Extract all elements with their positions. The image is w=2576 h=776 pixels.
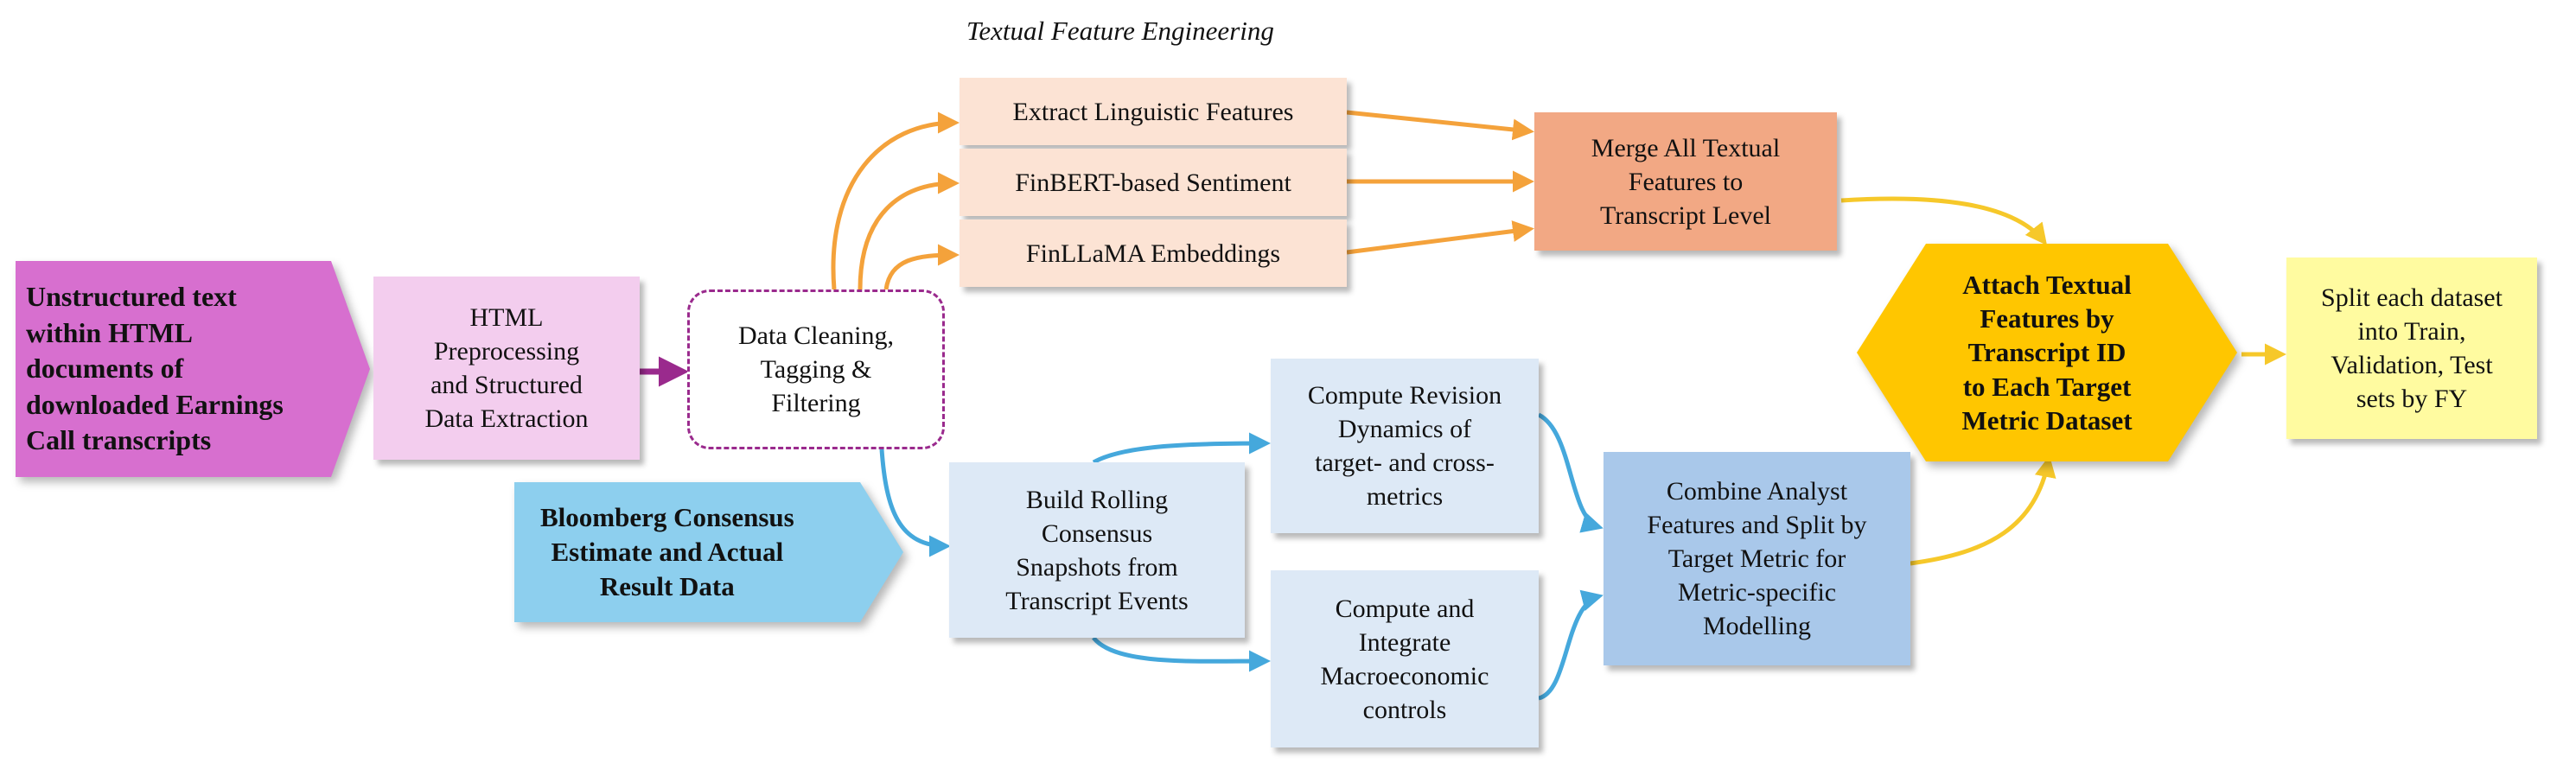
node-combine-analyst-label: Combine Analyst Features and Split by Ta… (1647, 477, 1867, 640)
node-data-cleaning: Data Cleaning, Tagging & Filtering (687, 289, 945, 449)
source-bloomberg-shape: Bloomberg Consensus Estimate and Actual … (514, 482, 903, 622)
node-build-rolling-label: Build Rolling Consensus Snapshots from T… (1005, 485, 1189, 615)
section-caption: Textual Feature Engineering (966, 16, 1274, 46)
source-unstructured-shape: Unstructured text within HTML documents … (16, 261, 370, 477)
edge-rolling-to-macro (1092, 636, 1271, 672)
node-finllama-embeddings: FinLLaMA Embeddings (960, 219, 1347, 287)
node-finbert-sentiment: FinBERT-based Sentiment (960, 149, 1347, 216)
edge-cleaning-to-rolling (879, 448, 951, 557)
edge-macro-to-combine (1538, 589, 1604, 701)
source-bloomberg: Bloomberg Consensus Estimate and Actual … (514, 482, 903, 622)
node-attach-textual: Attach Textual Features by Transcript ID… (1857, 244, 2237, 461)
node-attach-textual-shape: Attach Textual Features by Transcript ID… (1857, 244, 2237, 461)
edge-cleaning-to-finllama (883, 244, 960, 290)
edge-finllama-to-merge (1346, 220, 1534, 255)
node-attach-textual-label: Attach Textual Features by Transcript ID… (1961, 269, 2133, 436)
node-merge-textual: Merge All Textual Features to Transcript… (1534, 112, 1837, 251)
node-data-cleaning-label: Data Cleaning, Tagging & Filtering (738, 321, 894, 417)
node-merge-textual-label: Merge All Textual Features to Transcript… (1591, 133, 1781, 230)
node-compute-macro: Compute and Integrate Macroeconomic cont… (1271, 570, 1539, 747)
edge-combine-to-attach (1910, 455, 2056, 566)
node-extract-linguistic-label: Extract Linguistic Features (1012, 97, 1294, 126)
node-finbert-sentiment-label: FinBERT-based Sentiment (1015, 168, 1291, 197)
edge-linguistic-to-merge (1346, 110, 1534, 141)
edge-revision-to-combine (1537, 412, 1604, 533)
source-unstructured-label: Unstructured text within HTML documents … (26, 281, 284, 456)
node-combine-analyst: Combine Analyst Features and Split by Ta… (1604, 452, 1910, 665)
edge-cleaning-to-finbert (858, 172, 960, 290)
node-compute-macro-label: Compute and Integrate Macroeconomic cont… (1320, 594, 1489, 724)
node-split-dataset: Split each dataset into Train, Validatio… (2286, 258, 2537, 439)
node-extract-linguistic: Extract Linguistic Features (960, 78, 1347, 145)
source-bloomberg-label: Bloomberg Consensus Estimate and Actual … (540, 501, 794, 602)
node-html-preprocessing: HTML Preprocessing and Structured Data E… (373, 277, 640, 460)
edge-merge-to-attach (1840, 196, 2048, 245)
node-build-rolling: Build Rolling Consensus Snapshots from T… (949, 462, 1245, 638)
node-compute-revision-label: Compute Revision Dynamics of target- and… (1307, 381, 1502, 511)
source-unstructured-text: Unstructured text within HTML documents … (16, 261, 370, 477)
node-split-dataset-label: Split each dataset into Train, Validatio… (2321, 283, 2503, 413)
node-compute-revision: Compute Revision Dynamics of target- and… (1271, 359, 1539, 533)
node-html-preprocessing-label: HTML Preprocessing and Structured Data E… (424, 303, 589, 433)
node-finllama-embeddings-label: FinLLaMA Embeddings (1025, 239, 1281, 268)
edge-cleaning-to-linguistic (831, 111, 960, 290)
edge-rolling-to-revision (1092, 432, 1271, 465)
